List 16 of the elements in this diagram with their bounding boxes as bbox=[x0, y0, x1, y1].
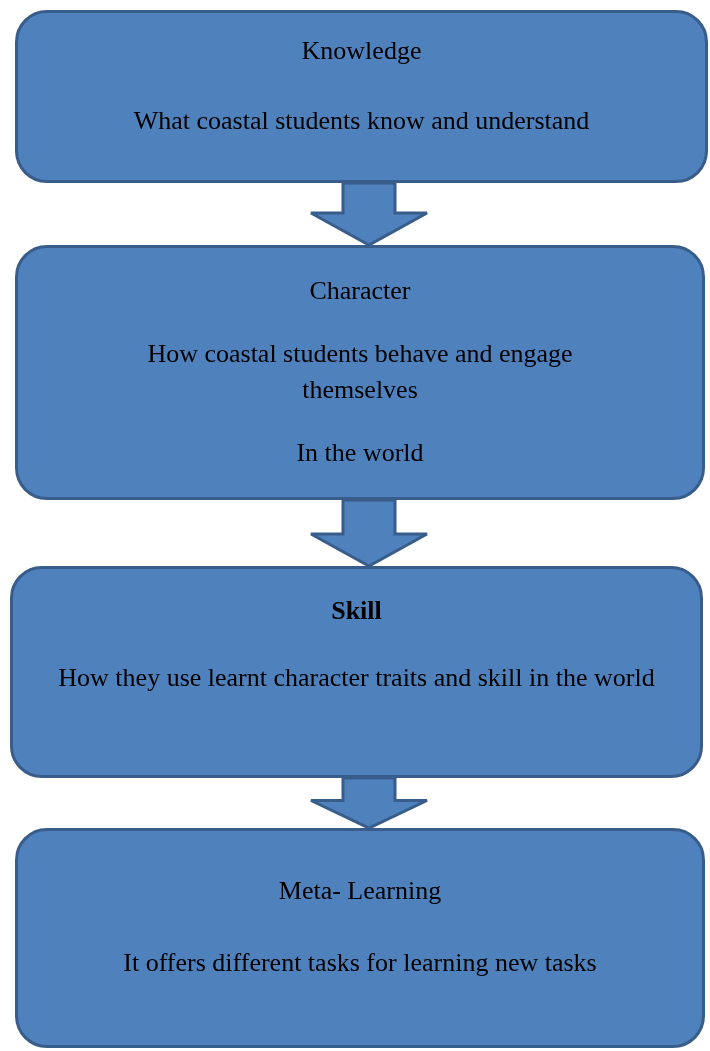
box-heading: Knowledge bbox=[301, 35, 422, 67]
process-box bbox=[15, 828, 705, 1048]
process-box bbox=[10, 566, 703, 778]
process-box bbox=[15, 245, 705, 500]
process-box bbox=[15, 10, 708, 183]
box-heading: Meta- Learning bbox=[278, 875, 442, 907]
box-text: How they use learnt character traits and skill in the world bbox=[58, 662, 655, 694]
box-heading: Skill bbox=[331, 595, 382, 627]
box-heading: Character bbox=[309, 275, 411, 307]
block-arrow bbox=[309, 776, 429, 830]
box-text: How coastal students behave and engage themselves bbox=[146, 338, 574, 406]
block-arrow bbox=[309, 181, 429, 247]
box-text: What coastal students know and understand bbox=[133, 105, 590, 137]
box-text: In the world bbox=[296, 437, 424, 469]
block-arrow bbox=[309, 498, 429, 568]
box-text: It offers different tasks for learning new tasks bbox=[123, 947, 597, 979]
